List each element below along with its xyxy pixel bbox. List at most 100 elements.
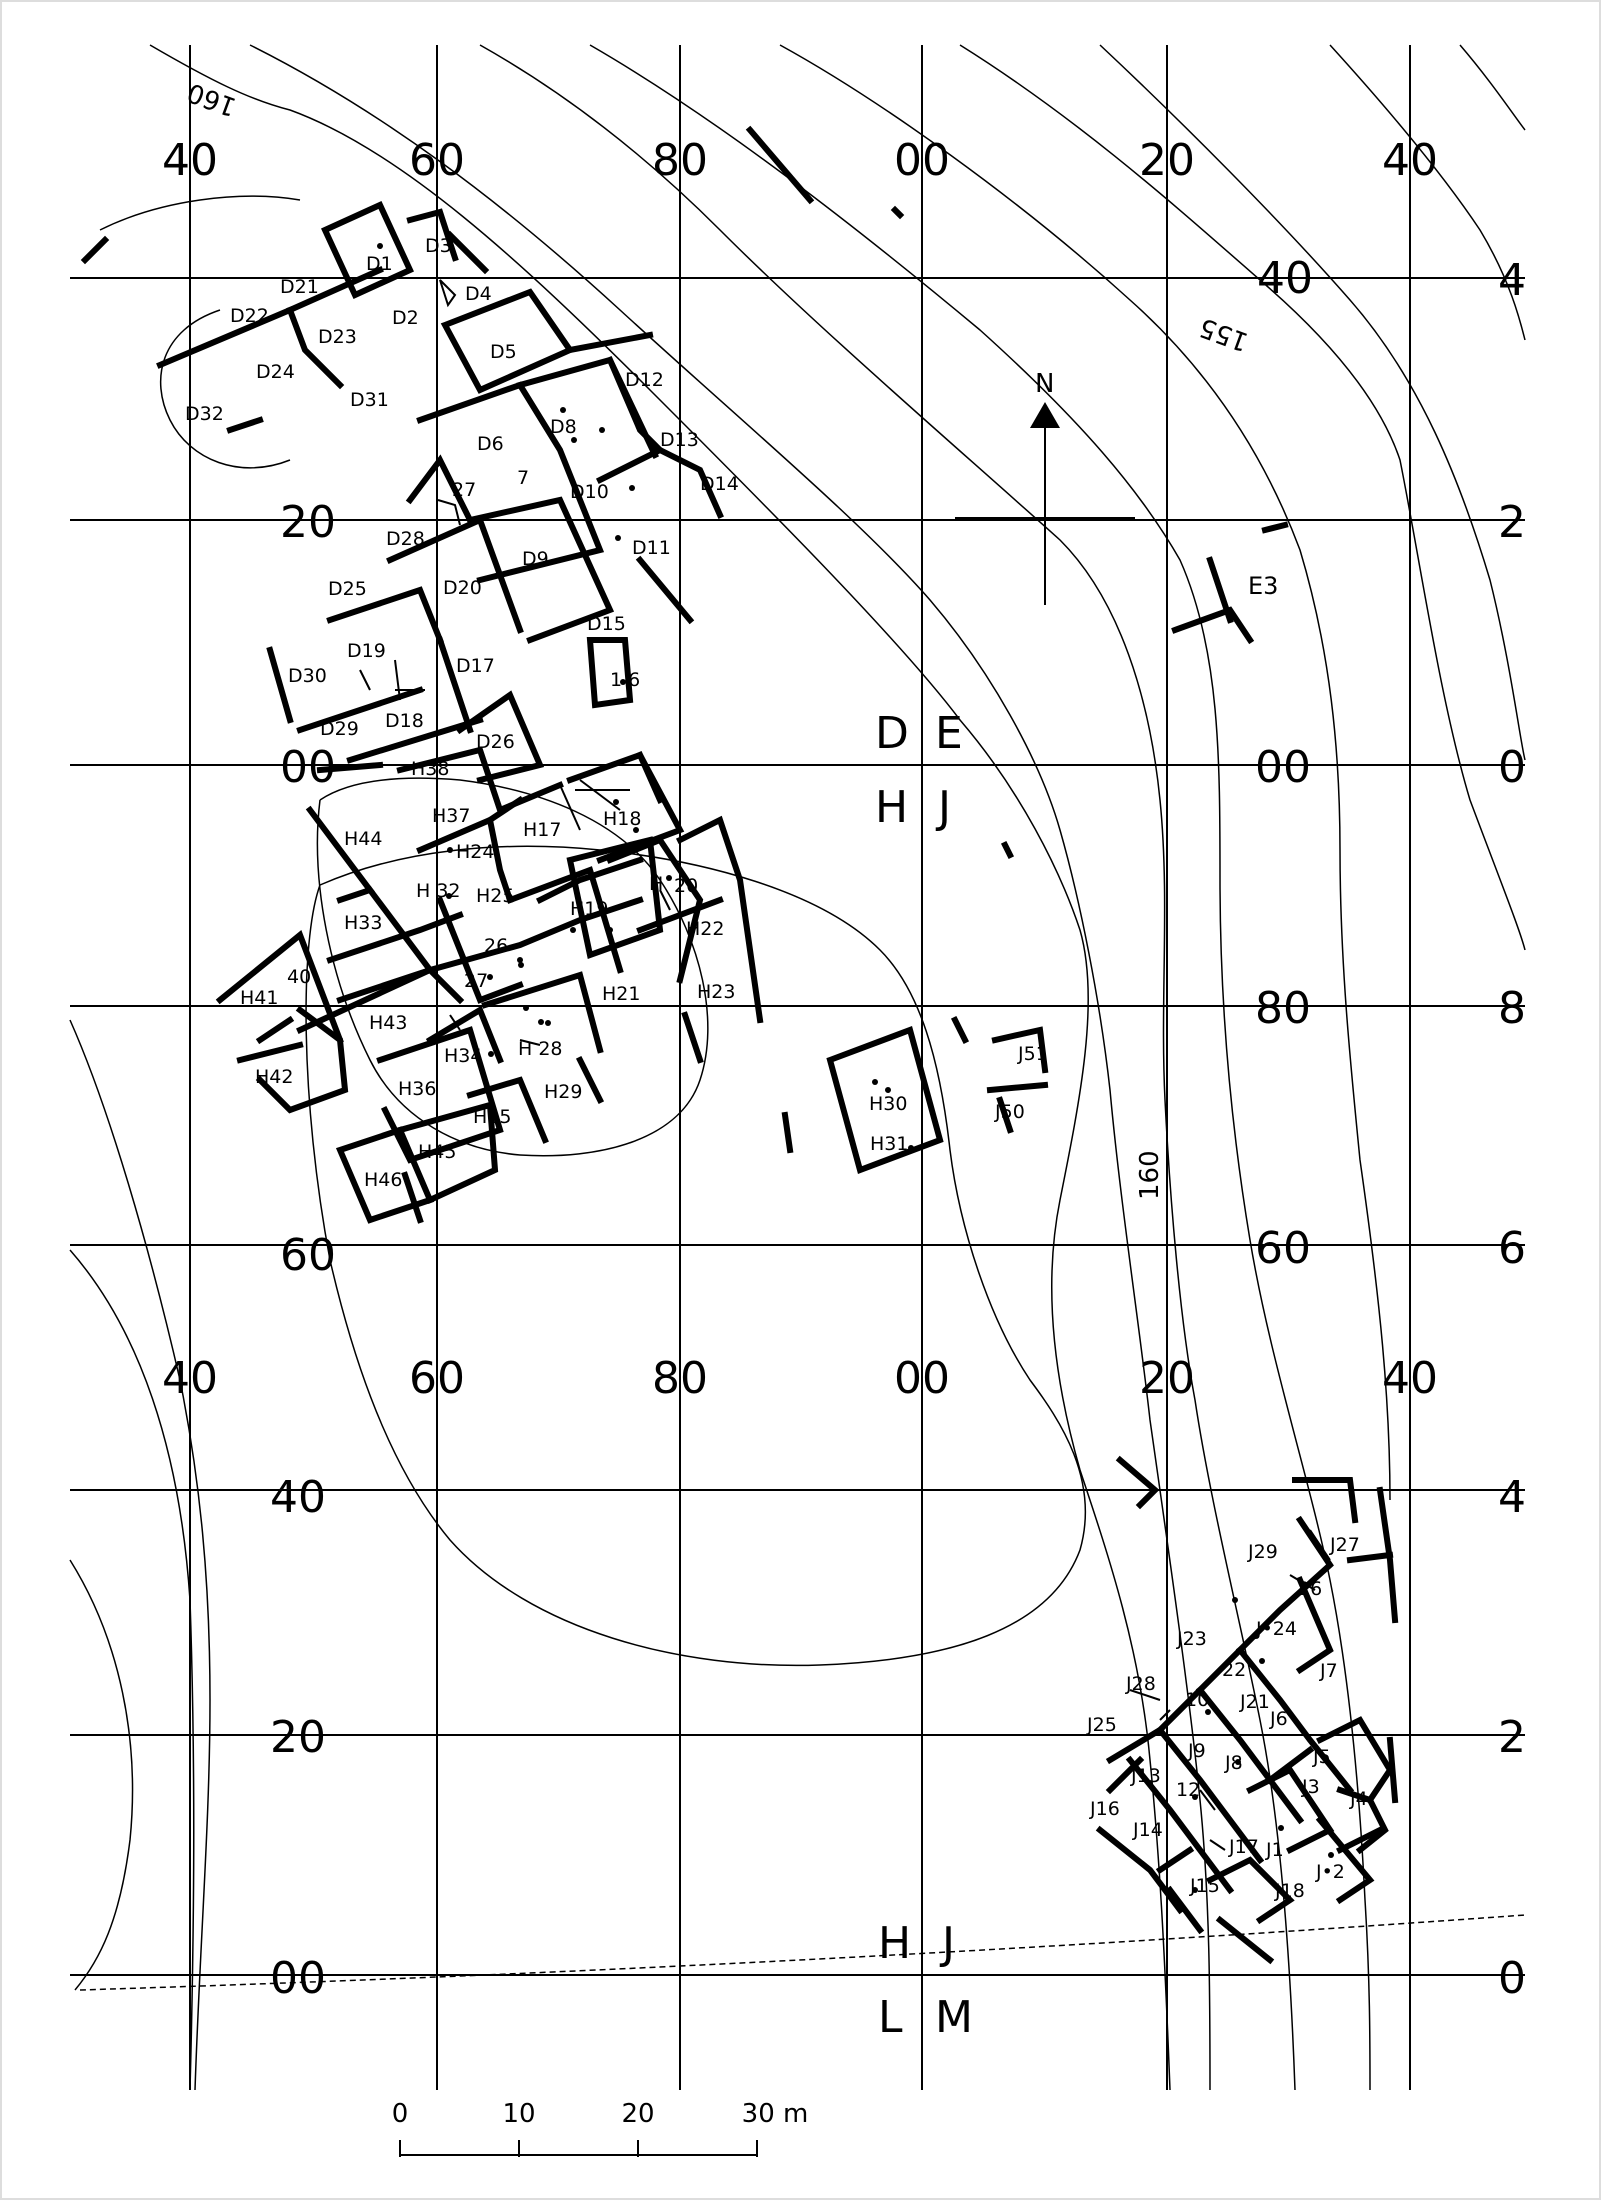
room-label-d-10: D11: [632, 537, 671, 559]
room-label-h-6: H23: [697, 981, 735, 1003]
grid-label-right-y-5: 6: [1498, 1223, 1526, 1274]
grid-label-mid-x-5: 20: [1139, 1353, 1195, 1404]
zone-label-m: M: [935, 1992, 973, 2043]
zone-label-h-lower: H: [878, 1918, 911, 1969]
grid-labels: 40 60 80 00 20 40 40 60 80 00 20 40 40 2…: [162, 135, 1526, 2004]
room-label-d-13: D14: [700, 473, 739, 495]
zone-labels: D E H J H J L M: [875, 708, 973, 2043]
room-label-j-14: J16: [1089, 1798, 1120, 1820]
room-label-h-12: H29: [544, 1081, 582, 1103]
room-label-h-27: H45: [418, 1141, 456, 1163]
zone-label-e: E: [935, 708, 963, 759]
room-label-d-3: D4: [465, 283, 492, 305]
scale-tick-30: 30 m: [742, 2099, 809, 2129]
room-label-d-18: D19: [347, 640, 386, 662]
grid-label-top-x-1: 40: [162, 135, 218, 186]
grid-label-inner-y-2: 80: [1255, 983, 1311, 1034]
grid-label-left-y-4: 40: [270, 1472, 326, 1523]
room-label-j-18: 22: [1222, 1659, 1246, 1681]
room-label-j-17: J21: [1239, 1691, 1270, 1713]
room-label-d-28: D29: [320, 718, 359, 740]
room-label-h-9: 26: [484, 935, 508, 957]
room-label-d-31: D32: [185, 403, 224, 425]
room-label-h-15: H 32: [416, 880, 461, 902]
room-label-d-1: D2: [392, 307, 419, 329]
room-label-j-15: J17: [1228, 1836, 1259, 1858]
room-label-h-8: H25: [476, 885, 514, 907]
room-label-d-17: D18: [385, 710, 424, 732]
grid-label-left-y-3: 60: [280, 1230, 336, 1281]
room-label-d-19: D20: [443, 577, 482, 599]
room-label-j-5: J6: [1269, 1708, 1288, 1730]
room-label-h-14: H31: [870, 1133, 908, 1155]
scale-bar: 0 10 20 30 m: [392, 2099, 809, 2157]
room-label-d-30: D31: [350, 389, 389, 411]
grid-label-inner-y-1: 00: [1255, 742, 1311, 793]
room-label-j-1: J•2: [1315, 1861, 1345, 1883]
room-label-d-25: D26: [476, 731, 515, 753]
grid-label-top-x-6: 40: [1382, 135, 1438, 186]
room-label-h-22: 40: [287, 966, 311, 988]
feature-dots: [377, 243, 1334, 1893]
room-label-j-4: J5: [1312, 1746, 1331, 1768]
grid-label-mid-x-2: 60: [409, 1353, 465, 1404]
grid-label-right-y-4: 8: [1498, 983, 1526, 1034]
room-label-d-11: D12: [625, 369, 664, 391]
room-label-h-11: H 28: [518, 1038, 563, 1060]
grid-label-right-y-2: 2: [1498, 497, 1526, 548]
room-label-j-23: J27: [1329, 1534, 1360, 1556]
room-label-j-7: J8: [1224, 1752, 1243, 1774]
room-label-j-0: J1: [1265, 1839, 1284, 1861]
room-label-h-26: H44: [344, 828, 382, 850]
room-label-h-7: H24: [456, 841, 494, 863]
room-label-j-20: J•24: [1255, 1618, 1297, 1640]
room-label-d-29: D30: [288, 665, 327, 687]
room-label-j-27: J51: [1017, 1043, 1048, 1065]
grid-label-right-y-1: 4: [1498, 255, 1526, 306]
room-label-h-13: H30: [869, 1093, 907, 1115]
room-label-h-23: H41: [240, 987, 278, 1009]
room-label-h-4: H21: [602, 983, 640, 1005]
grid-label-right-y-7: 2: [1498, 1712, 1526, 1763]
grid-label-top-x-5: 20: [1139, 135, 1195, 186]
zone-label-d: D: [875, 708, 909, 759]
contour-label-160-mid: 160: [1135, 1150, 1165, 1200]
room-label-d-22: D23: [318, 326, 357, 348]
room-label-j-8: J9: [1187, 1740, 1206, 1762]
room-label-d-14: D15: [587, 613, 626, 635]
room-label-j-10: J13: [1130, 1765, 1161, 1787]
grid-label-mid-x-4: 00: [894, 1353, 950, 1404]
room-label-h-19: H36: [398, 1078, 436, 1100]
grid-label-mid-x-6: 40: [1382, 1353, 1438, 1404]
grid-label-top-x-3: 80: [652, 135, 708, 186]
room-label-j-26: J50: [994, 1101, 1025, 1123]
room-label-d-26: 27: [452, 479, 476, 501]
grid-label-left-y-5: 20: [270, 1712, 326, 1763]
room-label-d-12: D13: [660, 429, 699, 451]
room-label-h-20: H37: [432, 805, 470, 827]
room-label-d-8: D9: [522, 548, 549, 570]
room-label-h-28: H46: [364, 1169, 402, 1191]
grid-label-right-y-6: 4: [1498, 1472, 1526, 1523]
room-label-h-24: H42: [255, 1066, 293, 1088]
grid-label-left-y-top: 40: [1257, 253, 1313, 304]
room-label-j-13: J15: [1189, 1875, 1220, 1897]
scale-tick-10: 10: [502, 2099, 535, 2129]
walls-e-sector: [1171, 521, 1289, 645]
room-label-h-18: H35: [473, 1106, 511, 1128]
room-label-j-24: J28: [1125, 1673, 1156, 1695]
room-label-d-4: D5: [490, 341, 517, 363]
grid-label-mid-x-3: 80: [652, 1353, 708, 1404]
room-label-d-23: D24: [256, 361, 295, 383]
room-label-h-16: H33: [344, 912, 382, 934]
room-label-j-2: J3: [1301, 1776, 1320, 1798]
grid-label-top-x-2: 60: [409, 135, 465, 186]
room-label-d-16: D17: [456, 655, 495, 677]
room-label-d-9: D10: [570, 481, 609, 503]
room-label-d-24: D25: [328, 578, 367, 600]
room-label-d-27: D28: [386, 528, 425, 550]
grid-label-left-y-1: 20: [280, 497, 336, 548]
room-label-h-17: H34: [444, 1045, 482, 1067]
